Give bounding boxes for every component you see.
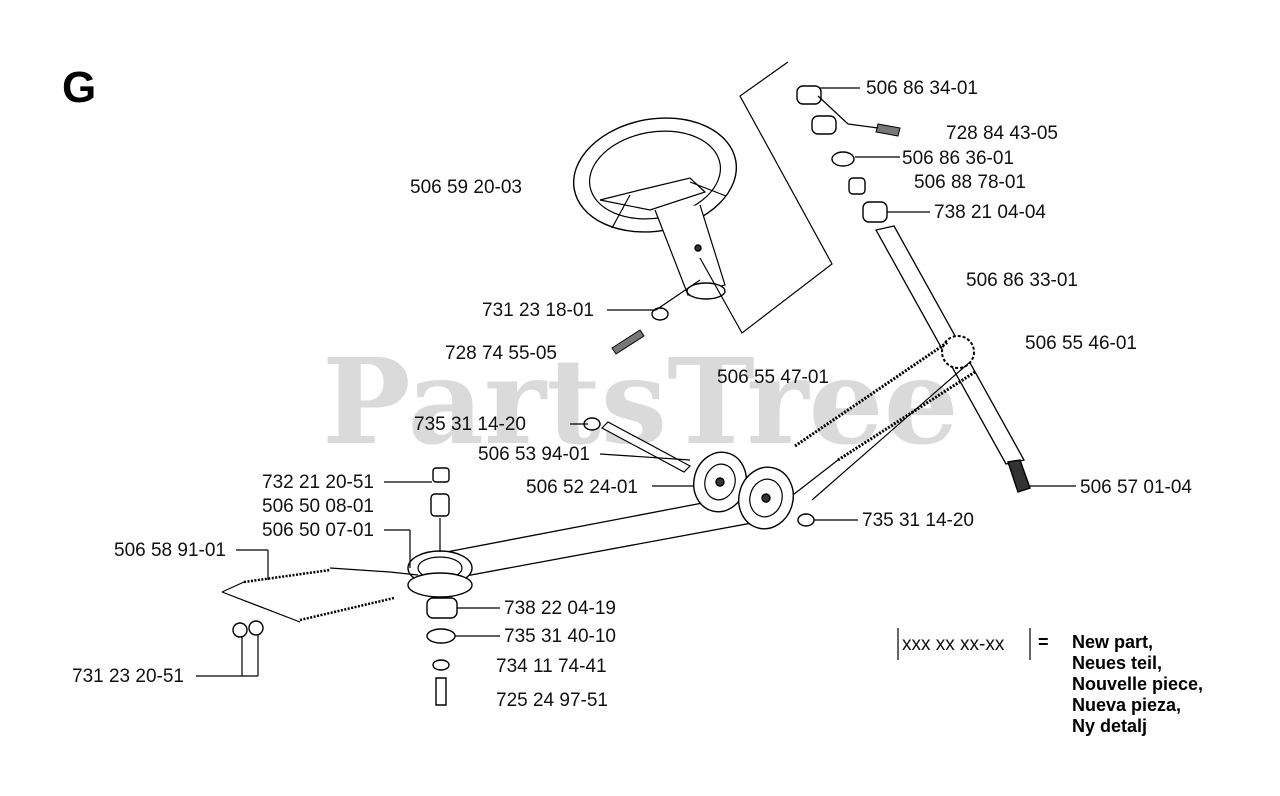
- part-label-735-31-14-20-top: 735 31 14-20: [414, 414, 526, 435]
- part-label-738-22-04-19: 738 22 04-19: [504, 598, 616, 619]
- lower-stack-drawing: [221, 307, 669, 706]
- part-label-728-84-43-05: 728 84 43-05: [946, 123, 1058, 144]
- part-label-506-53-94-01: 506 53 94-01: [478, 444, 590, 465]
- pulleys-drawing: [583, 417, 815, 530]
- part-label-734-11-74-41: 734 11 74-41: [496, 656, 607, 677]
- section-letter: G: [62, 63, 96, 112]
- legend-line-5: Ny detalj: [1072, 716, 1147, 736]
- legend-line-3: Nouvelle piece,: [1072, 674, 1203, 694]
- part-label-506-55-46-01: 506 55 46-01: [1025, 333, 1137, 354]
- part-label-732-21-20-51: 732 21 20-51: [262, 472, 374, 493]
- upper-shaft-drawing: [796, 85, 1076, 493]
- legend-equals: =: [1038, 632, 1049, 652]
- steering-wheel-drawing: [572, 61, 833, 334]
- part-label-738-21-04-04: 738 21 04-04: [934, 202, 1046, 223]
- part-labels: 506 86 34-01 728 84 43-05 506 86 36-01 5…: [72, 78, 1192, 711]
- legend-line-2: Neues teil,: [1072, 653, 1162, 673]
- part-label-506-57-01-04: 506 57 01-04: [1080, 477, 1192, 498]
- part-label-728-74-55-05: 728 74 55-05: [445, 343, 557, 364]
- watermark: PartsTree: [322, 332, 959, 471]
- legend-code: xxx xx xx-xx: [902, 634, 1005, 655]
- part-label-725-24-97-51: 725 24 97-51: [496, 690, 608, 711]
- part-label-506-52-24-01: 506 52 24-01: [526, 477, 638, 498]
- part-label-731-23-20-51: 731 23 20-51: [72, 666, 184, 687]
- part-label-506-86-33-01: 506 86 33-01: [966, 270, 1078, 291]
- part-label-735-31-40-10: 735 31 40-10: [504, 626, 616, 647]
- part-label-506-86-34-01: 506 86 34-01: [866, 78, 978, 99]
- part-label-506-88-78-01: 506 88 78-01: [914, 172, 1026, 193]
- part-label-506-55-47-01: 506 55 47-01: [717, 367, 829, 388]
- legend-line-4: Nueva pieza,: [1072, 695, 1181, 715]
- part-label-735-31-14-20-right: 735 31 14-20: [862, 510, 974, 531]
- part-label-731-23-18-01: 731 23 18-01: [482, 300, 594, 321]
- part-label-506-58-91-01: 506 58 91-01: [114, 540, 226, 561]
- part-label-506-86-36-01: 506 86 36-01: [902, 148, 1014, 169]
- leader-lines: [196, 87, 930, 677]
- legend-line-1: New part,: [1072, 632, 1153, 652]
- legend: xxx xx xx-xx = New part, Neues teil, Nou…: [897, 628, 1203, 736]
- part-label-506-50-07-01: 506 50 07-01: [262, 520, 374, 541]
- part-label-506-59-20-03: 506 59 20-03: [410, 177, 522, 198]
- pitman-arm-drawing: [407, 491, 769, 598]
- part-label-506-50-08-01: 506 50 08-01: [262, 496, 374, 517]
